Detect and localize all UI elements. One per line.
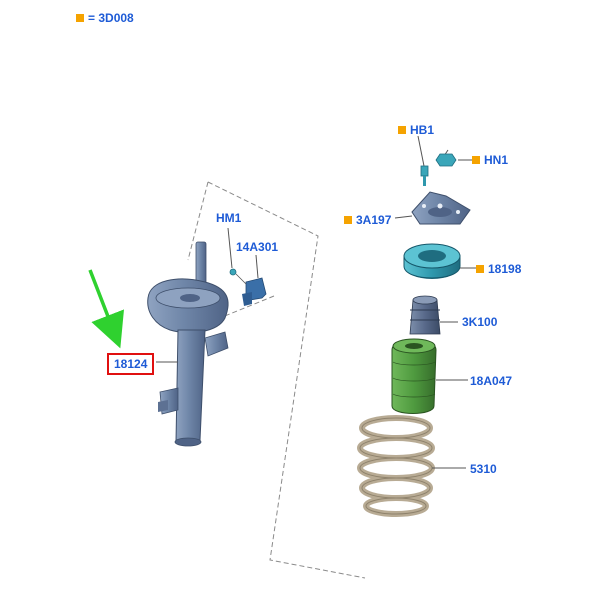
3a197-marker-icon bbox=[344, 215, 352, 224]
callout-hb1[interactable]: HB1 bbox=[398, 123, 434, 137]
callout-18198-label: 18198 bbox=[488, 262, 522, 276]
bump-stop bbox=[409, 295, 458, 335]
hn1-marker-icon bbox=[472, 155, 480, 164]
callout-3k100-label: 3K100 bbox=[462, 315, 498, 329]
callout-3a197[interactable]: 3A197 bbox=[344, 213, 391, 227]
callout-18a047-label: 18A047 bbox=[470, 374, 513, 388]
dust-boot bbox=[391, 338, 468, 414]
callout-hm1-label: HM1 bbox=[216, 211, 242, 225]
legend-equals: = bbox=[88, 11, 96, 25]
18198-marker-icon bbox=[476, 264, 484, 273]
callout-5310-label: 5310 bbox=[470, 462, 497, 476]
callout-14a301[interactable]: 14A301 bbox=[236, 240, 278, 254]
assembly-outline bbox=[187, 181, 366, 579]
legend: = 3D008 bbox=[76, 11, 134, 25]
hb1-marker-icon bbox=[398, 125, 406, 134]
highlight-arrow bbox=[88, 269, 125, 349]
strut-bearing bbox=[403, 243, 476, 279]
callout-3a197-label: 3A197 bbox=[356, 213, 392, 227]
callout-18198[interactable]: 18198 bbox=[476, 262, 521, 276]
callout-hn1[interactable]: HN1 bbox=[472, 153, 508, 167]
callout-18a047[interactable]: 18A047 bbox=[470, 374, 512, 388]
callout-14a301-label: 14A301 bbox=[236, 240, 279, 254]
callout-3k100[interactable]: 3K100 bbox=[462, 315, 497, 329]
callout-18124-label: 18124 bbox=[114, 357, 148, 371]
legend-square-icon bbox=[76, 13, 84, 22]
hb1-bolt bbox=[417, 135, 429, 186]
callout-hb1-label: HB1 bbox=[410, 123, 435, 137]
top-mount-plate bbox=[394, 191, 471, 225]
callout-5310[interactable]: 5310 bbox=[470, 462, 497, 476]
strut-assembly bbox=[147, 241, 229, 447]
coil-spring bbox=[357, 415, 435, 517]
callout-hm1[interactable]: HM1 bbox=[216, 211, 241, 225]
stabilizer-link-bracket bbox=[227, 227, 267, 306]
callout-18124[interactable]: 18124 bbox=[107, 353, 155, 375]
legend-code: 3D008 bbox=[98, 11, 134, 25]
callout-hn1-label: HN1 bbox=[484, 153, 509, 167]
